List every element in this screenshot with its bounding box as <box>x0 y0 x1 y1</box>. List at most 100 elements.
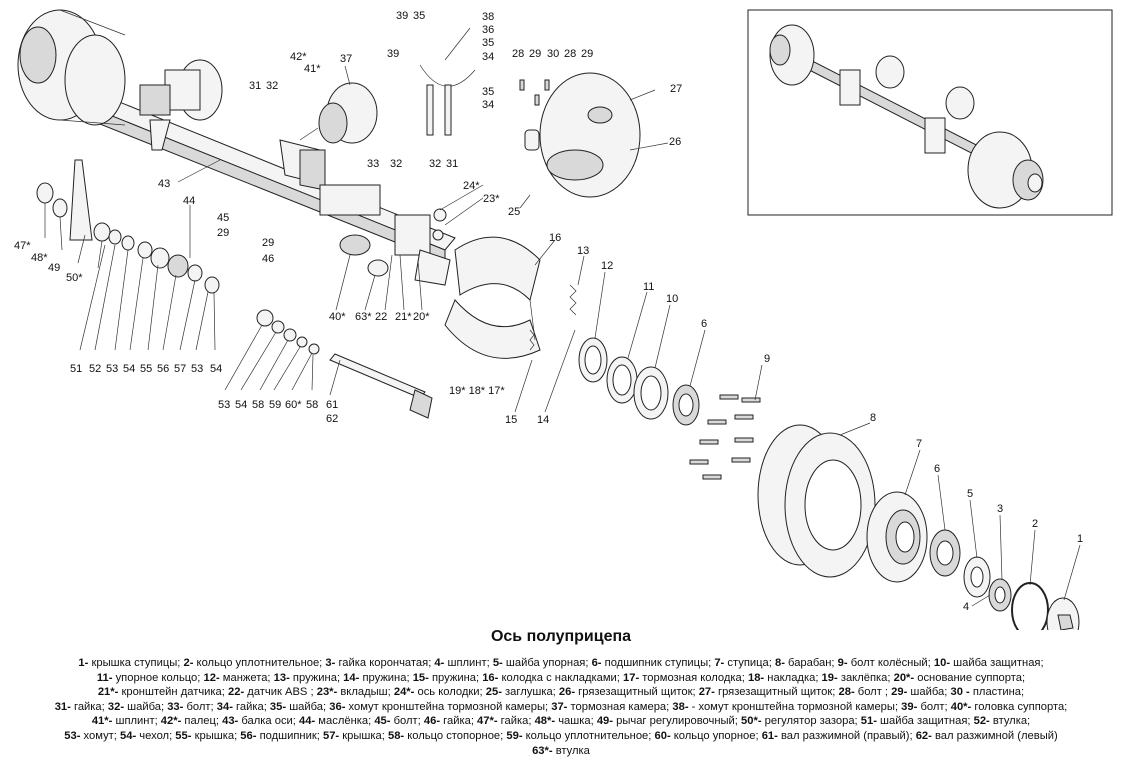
label-62: 62 <box>326 413 338 425</box>
legend-description: пружина; <box>359 671 413 684</box>
legend-number: 34- <box>216 700 233 713</box>
label-52: 52 <box>89 363 101 375</box>
label-23: 23* <box>483 193 500 205</box>
legend-description: рычаг регулировочный; <box>613 715 742 728</box>
label-29b: 29 <box>581 48 593 60</box>
legend-line: 1- крышка ступицы; 2- кольцо уплотнитель… <box>6 656 1116 671</box>
o-ring-2 <box>1011 582 1049 630</box>
legend-description: грязезащитный щиток; <box>714 686 839 699</box>
thrust-washer-5 <box>963 556 991 598</box>
legend-description: чехол; <box>136 729 176 742</box>
legend-number: 54- <box>120 729 137 742</box>
protective-washer-10 <box>633 366 669 420</box>
label-6-left: 6 <box>701 318 707 330</box>
legend-number: 40*- <box>950 700 972 713</box>
legend-line: 21*- кронштейн датчика; 22- датчик ABS ;… <box>6 685 1116 700</box>
legend-description: заклёпка; <box>837 671 894 684</box>
legend-number: 13- <box>273 671 290 684</box>
legend-description: болт ; <box>854 686 892 699</box>
label-32: 32 <box>266 80 278 92</box>
label-30: 30 <box>547 48 559 60</box>
legend-description: чашка; <box>555 715 597 728</box>
label-49: 49 <box>48 262 60 274</box>
legend-description: - хомут кронштейна тормозной камеры; <box>688 700 902 713</box>
legend-description: колодка с накладками; <box>498 671 624 684</box>
legend-description: заглушка; <box>501 686 559 699</box>
label-6: 6 <box>934 463 940 475</box>
legend-description: гайка; <box>70 700 108 713</box>
legend-description: кольцо стопорное; <box>404 729 507 742</box>
brake-chamber-37 <box>299 82 378 144</box>
label-20: 20* <box>413 311 430 323</box>
label-46: 46 <box>262 253 274 265</box>
legend-number: 55- <box>175 729 192 742</box>
label-43: 43 <box>158 178 170 190</box>
label-14: 14 <box>537 414 549 426</box>
legend-description: пружина; <box>428 671 483 684</box>
part-labels: 1 2 3 4 5 6 6 7 8 9 10 11 12 13 14 15 16… <box>14 10 1083 613</box>
legend-description: грязезащитный щиток; <box>575 686 699 699</box>
label-25: 25 <box>508 206 520 218</box>
legend-number: 28- <box>838 686 855 699</box>
camshaft <box>329 353 433 419</box>
legend-description: шайба; <box>286 700 330 713</box>
legend-number: 44- <box>299 715 316 728</box>
legend-number: 20*- <box>893 671 915 684</box>
legend-number: 58- <box>387 729 405 742</box>
left-brake-drum <box>17 9 126 126</box>
legend-description: втулка; <box>989 715 1031 728</box>
label-19-18-17: 19* 18* 17* <box>449 385 505 397</box>
legend-line: 53- хомут; 54- чехол; 55- крышка; 56- по… <box>6 729 1116 744</box>
label-54: 54 <box>123 363 135 375</box>
legend-number: 17- <box>623 671 640 684</box>
label-61: 61 <box>326 399 338 411</box>
chamber-bracket <box>279 139 326 191</box>
legend-number: 10- <box>933 657 951 669</box>
label-60: 60* <box>285 399 302 411</box>
legend-number: 47*- <box>477 715 498 728</box>
legend-number: 63*- <box>532 744 553 757</box>
label-24: 24* <box>463 180 480 192</box>
label-45: 45 <box>217 212 229 224</box>
label-39: 39 <box>396 10 408 22</box>
legend-number: 62- <box>915 729 932 742</box>
legend-number: 31- <box>54 700 71 713</box>
label-28: 28 <box>512 48 524 60</box>
label-58b: 58 <box>306 399 318 411</box>
label-27: 27 <box>670 83 682 95</box>
label-32c: 32 <box>429 158 441 170</box>
legend-number: 5- <box>492 657 503 669</box>
brake-shoes <box>444 236 541 359</box>
legend-number: 23*- <box>316 686 338 699</box>
legend-description: хомут; <box>80 729 121 742</box>
label-13: 13 <box>577 245 589 257</box>
legend-number: 33- <box>167 700 184 713</box>
label-57: 57 <box>174 363 186 375</box>
legend-number: 61- <box>761 729 778 742</box>
camshaft-parts <box>36 159 320 355</box>
legend-description: шайба; <box>124 700 168 713</box>
legend-number: 16- <box>482 671 499 684</box>
legend-description: кольцо упорное; <box>670 729 762 742</box>
label-4: 4 <box>963 601 969 613</box>
label-34: 34 <box>482 51 494 63</box>
legend-description: тормозная камера; <box>567 700 673 713</box>
legend-number: 51- <box>860 715 877 728</box>
shoe-springs <box>529 284 577 351</box>
legend-number: 45- <box>374 715 391 728</box>
label-34b: 34 <box>482 99 494 111</box>
legend-number: 21*- <box>97 686 119 699</box>
label-56: 56 <box>157 363 169 375</box>
legend-description: шплинт; <box>112 715 161 728</box>
legend-description: палец; <box>181 715 223 728</box>
legend-description: датчик ABS ; <box>244 686 317 699</box>
legend-description: ступица; <box>724 657 775 669</box>
legend-number: 27- <box>698 686 715 699</box>
legend-description: болт; <box>183 700 217 713</box>
label-15: 15 <box>505 414 517 426</box>
thrust-ring-11 <box>606 356 638 404</box>
legend-description: вал разжимной (правый); <box>777 729 916 742</box>
exploded-diagram: 1 2 3 4 5 6 6 7 8 9 10 11 12 13 14 15 16… <box>14 9 1113 630</box>
legend-description: балка оси; <box>238 715 300 728</box>
legend-number: 52- <box>973 715 990 728</box>
